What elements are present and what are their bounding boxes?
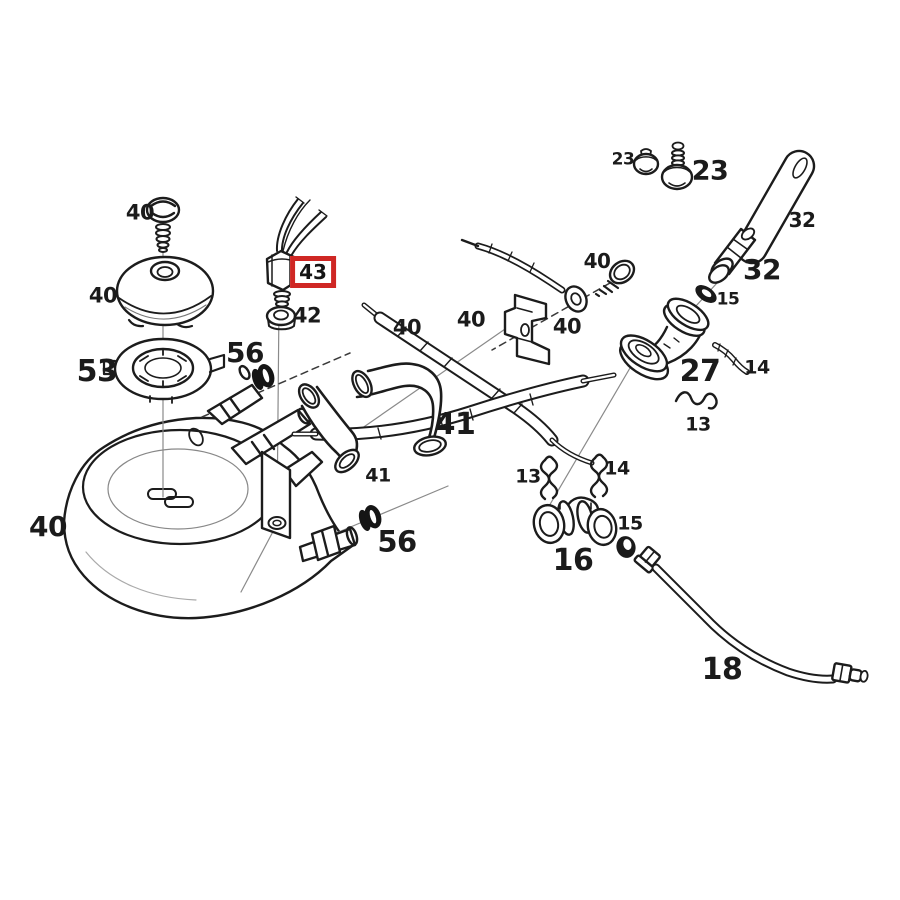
part-15-oring-top-drawing — [695, 285, 717, 303]
part-23-cap-small-drawing — [632, 148, 660, 176]
part-label-40-5[interactable]: 40 — [29, 510, 67, 543]
part-label-15-23[interactable]: 15 — [617, 512, 643, 535]
part-label-27-15[interactable]: 27 — [679, 354, 721, 389]
part-label-15-14[interactable]: 15 — [716, 289, 740, 310]
part-16-fitting-drawing — [532, 496, 618, 547]
part-label-40-9[interactable]: 40 — [583, 249, 611, 273]
part-13-clip-mid-drawing — [539, 455, 559, 501]
part-label-16-24[interactable]: 16 — [552, 543, 594, 578]
part-13-clip-right-drawing — [674, 391, 718, 410]
part-label-32-13[interactable]: 32 — [743, 253, 781, 286]
part-40-bracket-drawing — [503, 293, 551, 366]
part-40-screw-right-drawing — [594, 259, 636, 298]
part-40-boiler-fittings-drawing — [206, 364, 359, 563]
part-56-grommet-lower-drawing — [358, 505, 382, 531]
part-18-pipe-drawing — [633, 545, 869, 684]
part-label-18-25[interactable]: 18 — [701, 652, 743, 687]
part-label-13-17[interactable]: 13 — [685, 413, 711, 436]
part-label-23-11[interactable]: 23 — [691, 155, 729, 187]
part-label-53-4[interactable]: 53 — [76, 354, 118, 389]
part-15-oring-mid-drawing — [616, 536, 636, 558]
part-label-56-3[interactable]: 56 — [226, 336, 264, 369]
part-label-32-12[interactable]: 32 — [788, 208, 816, 232]
part-40-screw-drawing — [145, 196, 181, 253]
part-23-cap-large-drawing — [660, 141, 694, 191]
part-41-hose-large-drawing — [351, 362, 447, 457]
part-label-40-7[interactable]: 40 — [456, 307, 486, 332]
part-label-56-20[interactable]: 56 — [377, 524, 417, 559]
part-14-pin-drawing — [712, 342, 750, 375]
part-label-13-21[interactable]: 13 — [515, 465, 541, 488]
highlighted-part-number: 43 — [299, 260, 327, 284]
part-label-14-16[interactable]: 14 — [744, 356, 770, 379]
part-label-42-2[interactable]: 42 — [292, 303, 322, 328]
part-label-40-8[interactable]: 40 — [552, 314, 582, 339]
part-40-dome-cap-drawing — [115, 255, 215, 329]
part-42-washer-drawing — [265, 305, 297, 331]
part-53-ring-drawing — [102, 337, 226, 404]
part-14-clip-mid-drawing — [589, 453, 609, 499]
part-label-23-10[interactable]: 23 — [611, 149, 635, 170]
part-label-14-22[interactable]: 14 — [604, 457, 630, 480]
highlighted-part-label-43[interactable]: 43 — [290, 256, 336, 288]
part-56-grommet-upper-drawing — [251, 364, 275, 390]
part-label-41-19[interactable]: 41 — [365, 464, 391, 487]
part-label-41-18[interactable]: 41 — [434, 407, 476, 442]
part-label-40-6[interactable]: 40 — [392, 315, 422, 340]
part-label-40-0[interactable]: 40 — [125, 200, 155, 225]
part-40-cables-drawing — [291, 238, 617, 466]
part-label-40-1[interactable]: 40 — [88, 283, 118, 308]
part-32-tube-fitting-drawing — [708, 227, 757, 284]
part-41-hose-small-drawing — [297, 383, 360, 474]
part-27-elbow-drawing — [619, 297, 710, 381]
